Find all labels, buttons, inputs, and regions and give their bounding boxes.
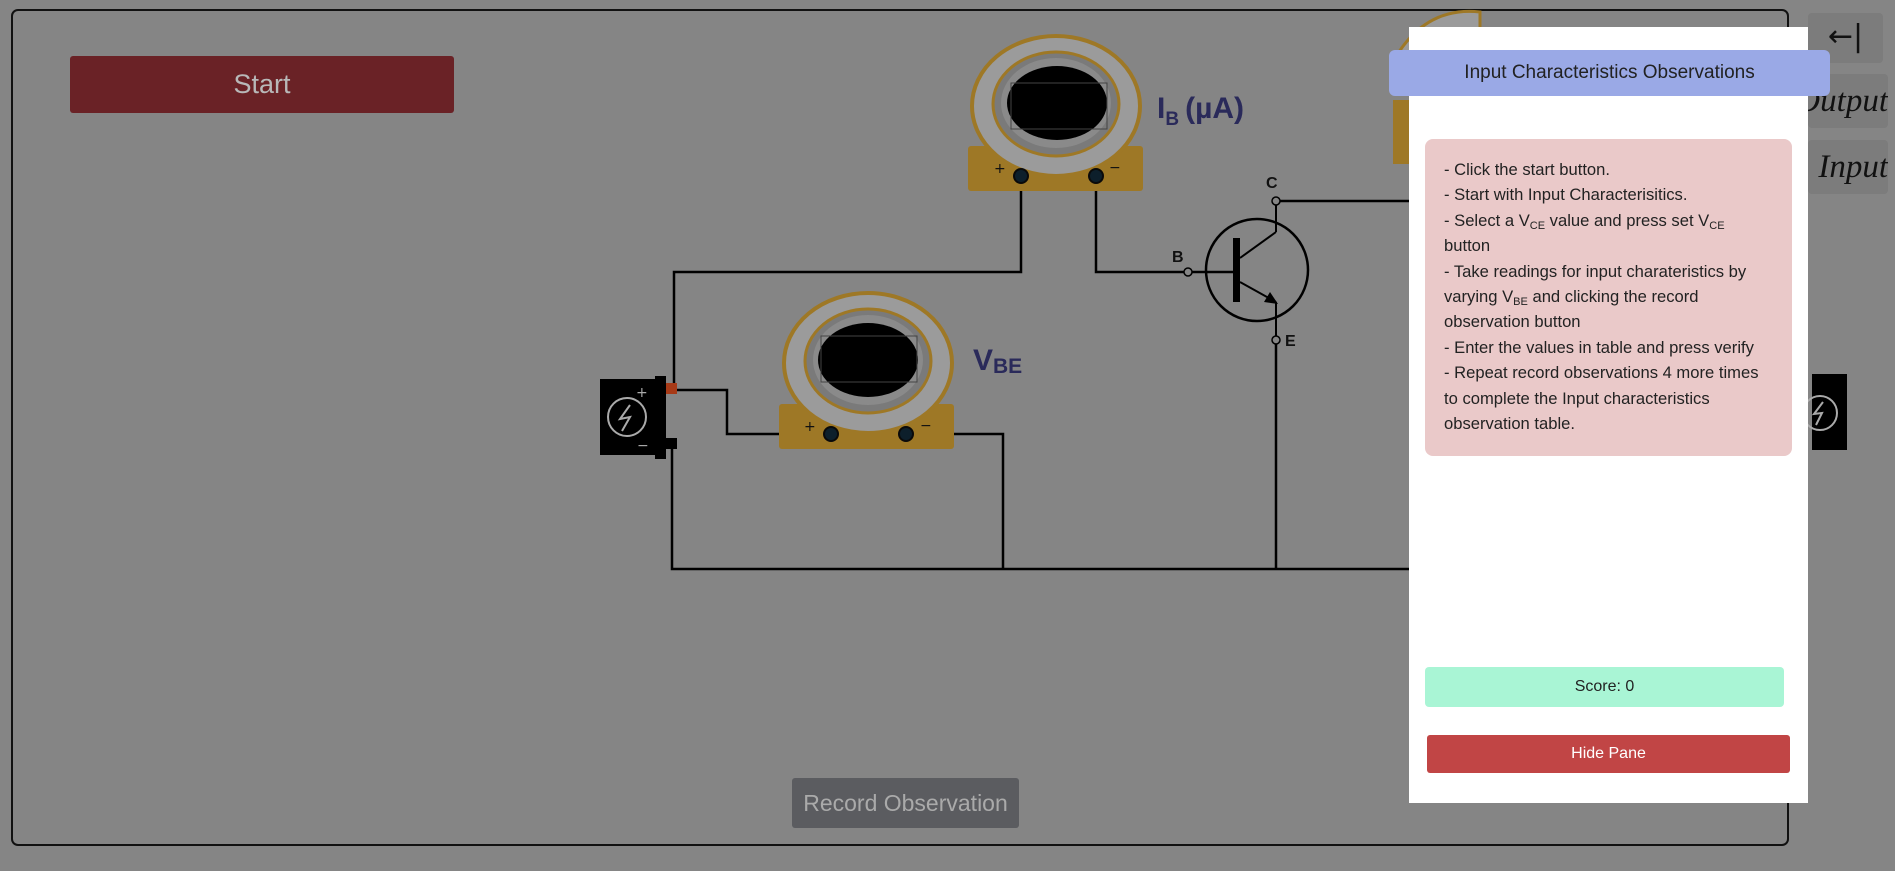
instruction-line: observation button (1444, 312, 1581, 332)
pane-title: Input Characteristics Observations (1389, 50, 1830, 96)
input-tab-label: Input (1818, 149, 1888, 185)
base-label: B (1172, 249, 1184, 266)
collapse-arrow-icon: ←| (1827, 19, 1864, 54)
battery-plus-label: + (636, 385, 648, 401)
record-observation-button[interactable]: Record Observation (792, 778, 1019, 828)
instruction-line: button (1444, 236, 1491, 256)
instruction-line: - Take readings for input charateristics… (1444, 261, 1747, 281)
instructions-box: - Click the start button. - Start with I… (1425, 139, 1792, 456)
instruction-line: varying VBE and clicking the record (1444, 287, 1699, 309)
emitter-label: E (1285, 333, 1296, 350)
npn-transistor (1183, 196, 1310, 345)
instruction-line: - Start with Input Characterisitics. (1444, 185, 1688, 205)
right-battery-partial (1802, 374, 1847, 450)
battery-source[interactable] (600, 376, 677, 459)
ib-minus-label: − (1109, 160, 1121, 176)
collector-label: C (1266, 175, 1278, 192)
hide-pane-button[interactable]: Hide Pane (1427, 735, 1790, 773)
instruction-line: - Repeat record observations 4 more time… (1444, 363, 1759, 383)
start-button[interactable]: Start (70, 56, 454, 113)
lightning-icon (1811, 401, 1824, 426)
ib-ammeter (968, 34, 1143, 191)
vbe-voltmeter (779, 291, 954, 449)
instruction-line: - Click the start button. (1444, 160, 1611, 179)
instruction-line: observation table. (1444, 414, 1575, 434)
instruction-line: to complete the Input characteristics (1444, 388, 1710, 408)
instruction-line: - Enter the values in table and press ve… (1444, 337, 1754, 357)
ib-plus-label: + (994, 161, 1006, 177)
vbe-meter-label: VBE (973, 344, 1022, 378)
vbe-minus-label: − (920, 418, 932, 434)
wire-ib-to-battery (672, 175, 1023, 390)
lightning-icon (617, 404, 632, 432)
score-display: Score: 0 (1425, 667, 1784, 707)
wire-ground-rail (670, 444, 1409, 571)
wire-ib-to-base (1094, 175, 1188, 274)
circuit-wires (669, 175, 1409, 571)
input-tab[interactable]: Input (1808, 140, 1888, 194)
instruction-line: - Select a VCE value and press set VCE (1444, 210, 1725, 232)
battery-minus-label: − (637, 438, 649, 454)
vbe-plus-label: + (804, 419, 816, 435)
wire-vbe-minus (906, 432, 1005, 569)
ib-meter-label: IB(µA) (1157, 92, 1244, 130)
